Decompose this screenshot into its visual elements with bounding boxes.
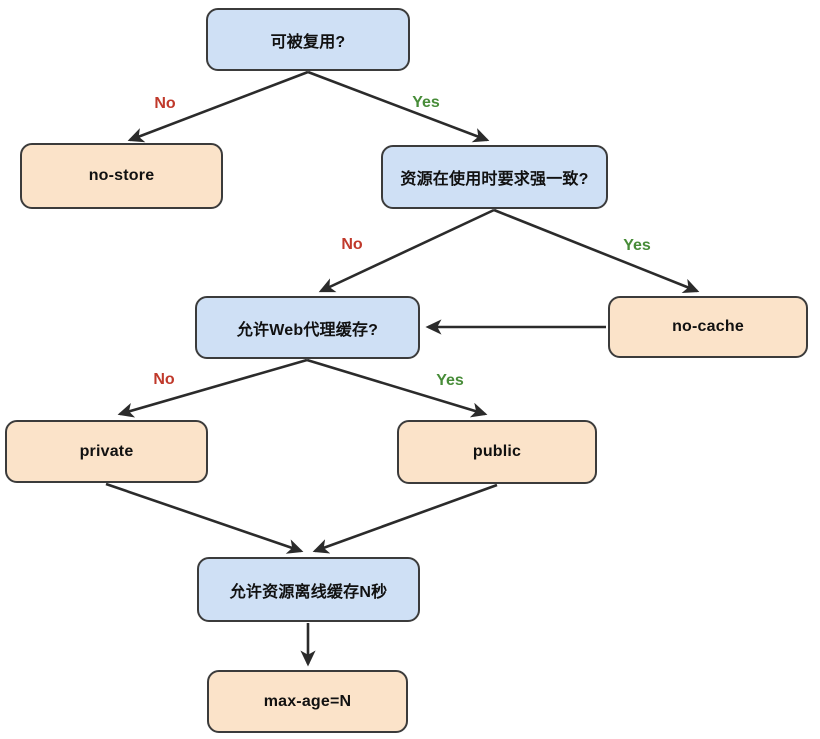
node-public-label: public [472, 443, 522, 460]
node-offline-cache-n-sec: 允许资源离线缓存N秒 [197, 557, 420, 622]
node-strong-consistency-label: 资源在使用时要求强一致? [400, 171, 589, 188]
edge-label-strong-yes: Yes [623, 237, 651, 254]
edge-label-reusable-yes: Yes [412, 94, 440, 111]
node-strong-consistency: 资源在使用时要求强一致? [381, 145, 608, 209]
node-no-cache-label: no-cache [672, 318, 744, 335]
node-can-be-reused-label: 可被复用? [270, 33, 346, 51]
edge-label-reusable-no: No [154, 95, 176, 112]
edge-reusable-to-strong-consistency [307, 70, 490, 143]
edge-private-to-offline-cache [105, 482, 304, 554]
node-max-age-label: max-age=N [263, 692, 352, 710]
node-no-cache: no-cache [608, 296, 808, 358]
node-allow-web-proxy: 允许Web代理缓存? [195, 296, 420, 359]
node-can-be-reused: 可被复用? [206, 8, 410, 71]
node-private-label: private [79, 442, 134, 460]
node-private: private [5, 420, 208, 483]
edge-label-web-proxy-no: No [153, 371, 175, 388]
node-offline-cache-n-sec-label: 允许资源离线缓存N秒 [229, 583, 388, 601]
node-no-store: no-store [20, 143, 223, 209]
node-public: public [397, 420, 597, 484]
node-allow-web-proxy-label: 允许Web代理缓存? [236, 321, 379, 339]
edge-label-strong-no: No [341, 236, 363, 253]
edge-strong-to-no-cache [493, 208, 700, 294]
edge-label-web-proxy-yes: Yes [436, 372, 464, 389]
edge-public-to-offline-cache [312, 483, 498, 554]
node-max-age: max-age=N [207, 670, 408, 733]
node-no-store-label: no-store [88, 167, 155, 184]
edge-web-proxy-to-private [117, 358, 308, 418]
